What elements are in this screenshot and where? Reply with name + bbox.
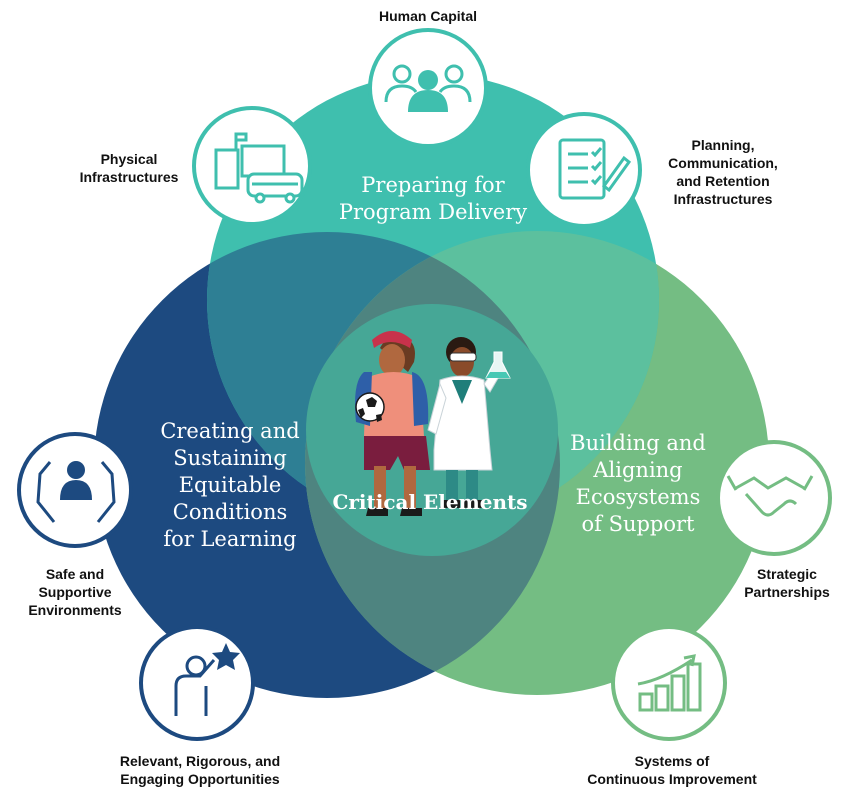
title-line: Equitable (178, 473, 282, 497)
improvement-badge (611, 625, 727, 741)
partnerships-badge (716, 440, 832, 556)
title-line: Building and (570, 431, 706, 455)
label-line: Environments (28, 602, 122, 618)
student-illustration (355, 331, 430, 516)
person-star-icon (174, 655, 216, 716)
label-line: and Retention (676, 173, 770, 189)
circle-title-preparing: Preparing for Program Delivery (330, 172, 536, 226)
growth-chart-icon (637, 654, 702, 712)
physical-infrastructures-badge (192, 106, 312, 226)
human-capital-badge (368, 28, 488, 148)
checklist-icon (558, 138, 632, 200)
title-line: for Learning (163, 527, 297, 551)
title-line: Program Delivery (338, 200, 528, 224)
label-line: Supportive (38, 584, 112, 600)
label-safe-environments: Safe and Supportive Environments (0, 565, 150, 619)
label-line: Planning, (691, 137, 755, 153)
title-line: of Support (581, 512, 695, 536)
planning-badge (526, 112, 642, 228)
label-line: Communication, (668, 155, 778, 171)
circle-title-creating: Creating and Sustaining Equitable Condit… (140, 418, 320, 553)
title-line: Preparing for (361, 173, 505, 197)
label-opportunities: Relevant, Rigorous, and Engaging Opportu… (95, 752, 305, 788)
label-line: Partnerships (744, 584, 830, 600)
label-line: Human Capital (378, 8, 477, 24)
label-partnerships: Strategic Partnerships (722, 565, 852, 601)
label-line: Physical (100, 151, 158, 167)
title-line: Conditions (172, 500, 288, 524)
label-line: Infrastructures (79, 169, 179, 185)
scientist-illustration (427, 337, 511, 508)
label-physical-infrastructures: Physical Infrastructures (64, 150, 194, 186)
label-line: Continuous Improvement (587, 771, 757, 787)
label-planning: Planning, Communication, and Retention I… (648, 136, 798, 208)
hands-person-icon (36, 461, 116, 523)
handshake-icon (726, 475, 814, 517)
label-line: Safe and (45, 566, 105, 582)
center-title: Critical Elements (332, 490, 528, 514)
label-line: Infrastructures (673, 191, 773, 207)
title-line: Aligning (593, 458, 683, 482)
label-line: Engaging Opportunities (120, 771, 280, 787)
label-improvement: Systems of Continuous Improvement (572, 752, 772, 788)
title-line: Creating and (160, 419, 300, 443)
label-line: Strategic (757, 566, 817, 582)
label-line: Systems of (634, 753, 710, 769)
circle-title-building: Building and Aligning Ecosystems of Supp… (548, 430, 728, 538)
label-line: Relevant, Rigorous, and (119, 753, 281, 769)
safe-environments-badge (17, 432, 133, 548)
title-line: Sustaining (173, 446, 287, 470)
title-line: Ecosystems (575, 485, 701, 509)
buildings-bus-icon (214, 132, 304, 204)
people-icon (384, 64, 472, 103)
label-human-capital: Human Capital (338, 7, 518, 25)
opportunities-badge (139, 625, 255, 741)
